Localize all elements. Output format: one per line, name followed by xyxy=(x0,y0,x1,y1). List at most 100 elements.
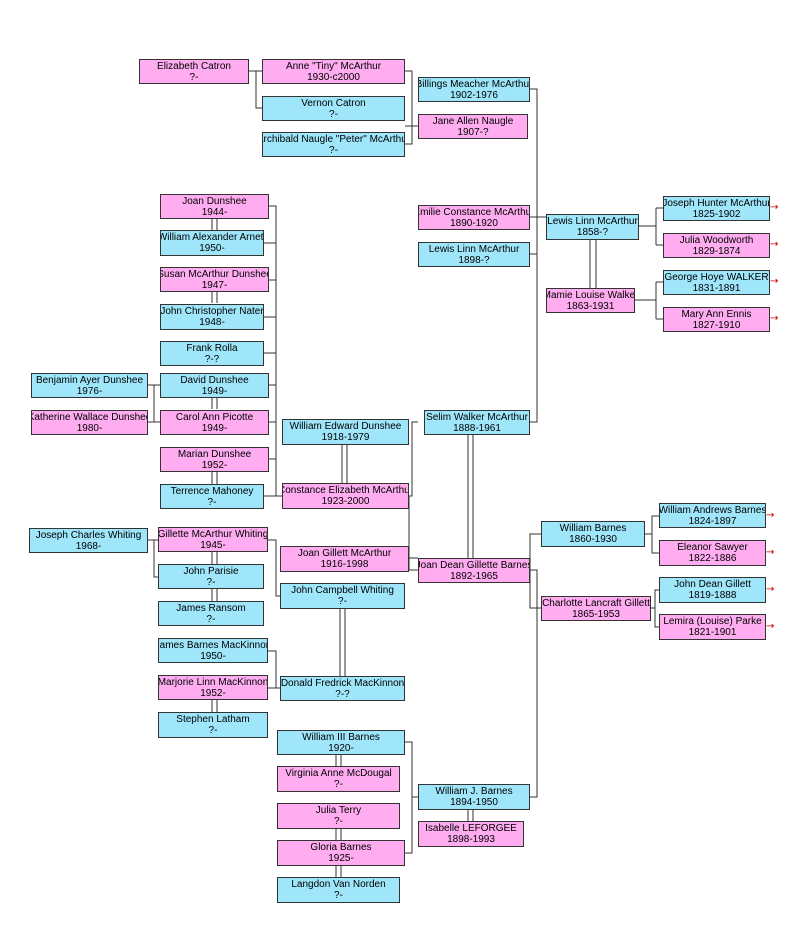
person-name: Terrence Mahoney xyxy=(170,485,254,497)
continue-arrow-icon[interactable]: → xyxy=(766,584,775,595)
person-dates: 1888-1961 xyxy=(453,422,501,434)
person-dates: 1952- xyxy=(201,459,228,471)
person-dates: ?-? xyxy=(204,353,220,365)
person-box-langdon-van-norden[interactable]: Langdon Van Norden?- xyxy=(277,877,400,903)
person-box-john-parisie[interactable]: John Parisie?- xyxy=(158,564,264,589)
person-name: John Campbell Whiting xyxy=(291,585,394,596)
continue-arrow-icon[interactable]: → xyxy=(770,276,779,287)
person-dates: 1863-1931 xyxy=(566,300,615,312)
person-dates: ?- xyxy=(338,596,347,607)
person-dates: ?- xyxy=(206,576,216,588)
person-dates: 1918-1979 xyxy=(321,432,370,443)
person-box-archibald-naugle-mcarthur[interactable]: Archibald Naugle "Peter" McArthur?- xyxy=(262,132,405,157)
person-name: William Barnes xyxy=(559,523,627,534)
person-box-james-ransom[interactable]: James Ransom?- xyxy=(158,601,264,626)
person-dates: 1892-1965 xyxy=(450,570,498,582)
person-dates: ?- xyxy=(189,71,199,83)
person-box-donald-fredrick-mackinnon[interactable]: Donald Fredrick MacKinnon?-? xyxy=(280,676,405,701)
person-dates: 1831-1891 xyxy=(692,282,741,294)
continue-arrow-icon[interactable]: → xyxy=(766,621,775,632)
person-dates: ?- xyxy=(329,108,338,120)
person-box-vernon-catron[interactable]: Vernon Catron?- xyxy=(262,96,405,121)
person-dates: 1822-1886 xyxy=(688,553,737,564)
person-box-elizabeth-catron[interactable]: Elizabeth Catron?- xyxy=(139,59,249,84)
person-dates: ?- xyxy=(329,144,338,156)
person-dates: 1952- xyxy=(200,687,226,699)
person-box-john-campbell-whiting[interactable]: John Campbell Whiting?- xyxy=(280,583,405,609)
continue-arrow-icon[interactable]: → xyxy=(770,239,779,250)
person-dates: 1860-1930 xyxy=(569,534,617,545)
person-box-frank-rolla[interactable]: Frank Rolla?-? xyxy=(160,341,264,366)
person-name: Isabelle LEFORGEE xyxy=(425,823,517,834)
person-dates: 1890-1920 xyxy=(450,217,498,229)
person-box-terrence-mahoney[interactable]: Terrence Mahoney?- xyxy=(160,484,264,509)
person-name: William Edward Dunshee xyxy=(289,421,402,432)
person-name: William Alexander Arnett xyxy=(160,232,264,243)
continue-arrow-icon[interactable]: → xyxy=(766,510,775,521)
person-name: David Dunshee xyxy=(180,374,249,386)
person-name: Lewis Linn McArthur xyxy=(428,243,520,255)
person-dates: 1923-2000 xyxy=(321,496,370,507)
person-box-stephen-latham[interactable]: Stephen Latham?- xyxy=(158,712,268,738)
person-name: George Hoye WALKER xyxy=(664,271,769,283)
person-name: Virginia Anne McDougal xyxy=(285,768,392,779)
person-name: William Andrews Barnes xyxy=(659,504,766,516)
person-dates: 1944- xyxy=(201,206,228,218)
person-dates: 1945- xyxy=(200,539,226,551)
person-dates: 1824-1897 xyxy=(688,515,737,527)
person-name: Anne "Tiny" McArthur xyxy=(285,60,382,72)
person-box-virginia-anne-mcdougal[interactable]: Virginia Anne McDougal?- xyxy=(277,766,400,792)
person-dates: 1920- xyxy=(328,742,354,754)
person-dates: 1968- xyxy=(75,540,102,552)
person-name: Mamie Louise Walker xyxy=(546,289,635,301)
person-dates: 1819-1888 xyxy=(688,590,737,601)
continue-arrow-icon[interactable]: → xyxy=(766,547,775,558)
continue-arrow-icon[interactable]: → xyxy=(770,202,779,213)
person-dates: 1907-? xyxy=(457,126,489,138)
person-box-julia-terry[interactable]: Julia Terry?- xyxy=(277,803,400,829)
continue-arrow-icon[interactable]: → xyxy=(770,313,779,324)
person-dates: 1980- xyxy=(76,422,103,434)
person-name: Jane Allen Naugle xyxy=(432,115,514,127)
